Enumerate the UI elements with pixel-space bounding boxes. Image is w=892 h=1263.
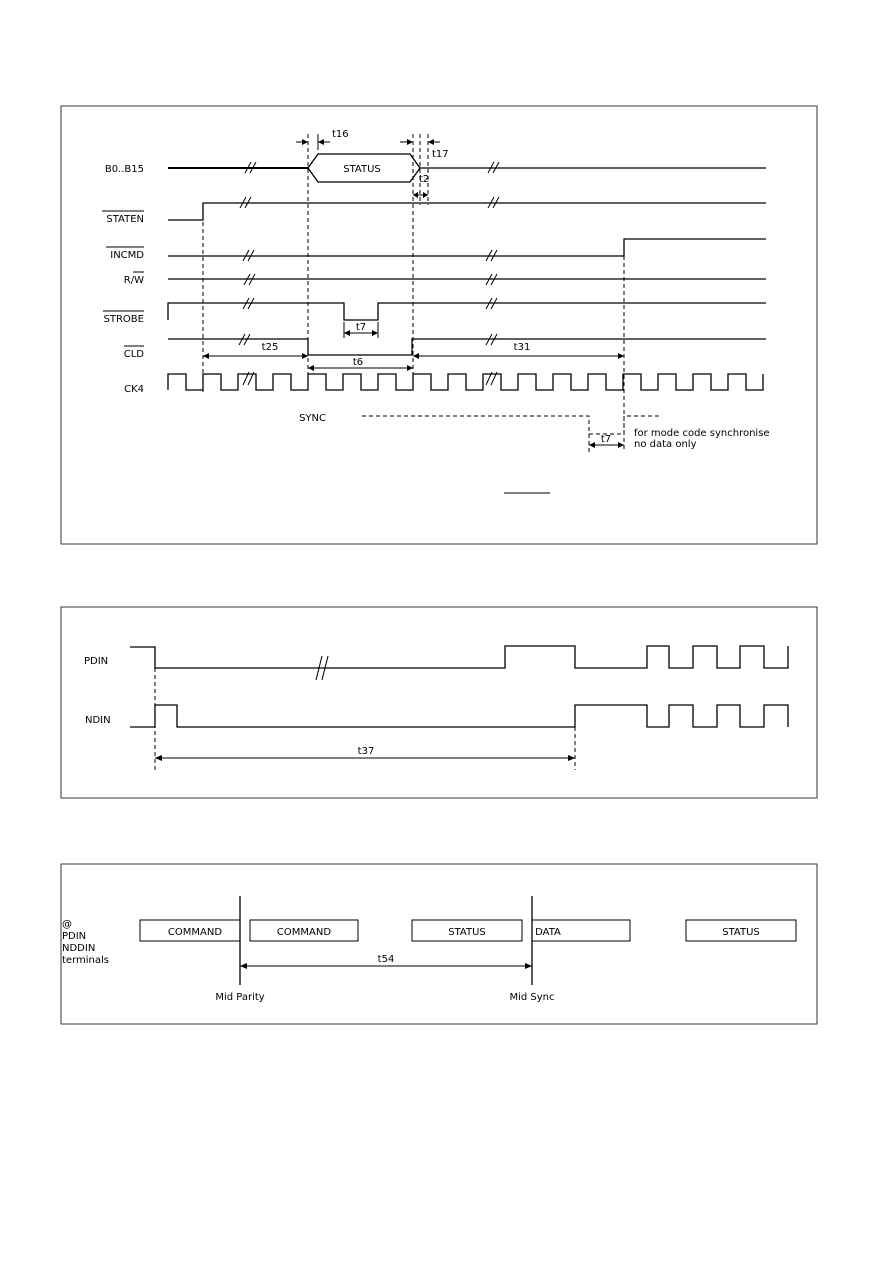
note-no-data: no data only: [634, 439, 697, 450]
signal-label-sync: SYNC: [299, 413, 326, 424]
waveform-incmd: [168, 238, 766, 262]
timing-t31: t31: [413, 342, 624, 359]
terminals-label-at: @: [62, 919, 72, 930]
timing-label-t6: t6: [353, 357, 363, 368]
signal-label-ck4: CK4: [124, 384, 144, 395]
word-label: STATUS: [448, 927, 486, 938]
timing-diagram-pdin-ndin: PDIN NDIN t37: [60, 606, 818, 799]
timing-label-t17: t17: [432, 149, 449, 160]
timing-t6: t6: [308, 357, 413, 371]
word-data: DATA: [531, 919, 631, 942]
timing-t54: t54: [240, 954, 532, 969]
timing-t16: t16: [296, 129, 349, 150]
diagram-frame: [60, 863, 818, 1025]
diagram-frame: [60, 606, 818, 799]
timing-t7-sync: t7: [589, 434, 624, 448]
timing-diagram-status-read: B0..B15 STATEN INCMD R/W STROBE CLD CK4 …: [60, 105, 818, 545]
waveform-rw: [168, 273, 766, 286]
signal-label-rw: R/W: [124, 275, 144, 286]
terminals-label-nddin: NDDIN: [62, 943, 95, 954]
timing-t7-strobe: t7: [343, 322, 379, 338]
waveform-strobe: [167, 297, 766, 321]
waveform-pdin: [130, 645, 789, 681]
timing-t2: t2: [413, 174, 429, 198]
waveform-b0b15: STATUS: [168, 153, 766, 183]
signal-label-pdin: PDIN: [84, 656, 108, 667]
bus-label-status: STATUS: [343, 164, 381, 175]
timing-label-t7-sync: t7: [601, 434, 611, 445]
waveform-ndin: [130, 704, 789, 728]
signal-label-cld: CLD: [124, 349, 145, 360]
waveform-sync: [362, 415, 660, 435]
signal-label-incmd: INCMD: [110, 250, 144, 261]
waveform-staten: [168, 196, 766, 221]
timing-label-t37: t37: [358, 746, 375, 757]
timing-diagram-words: @ PDIN NDDIN terminals COMMAND COMMAND S…: [60, 863, 818, 1025]
word-command-1: COMMAND: [139, 919, 241, 942]
word-label: COMMAND: [277, 927, 331, 938]
timing-label-t16: t16: [332, 129, 349, 140]
timing-t25: t25: [203, 342, 308, 359]
diagram-frame: [60, 105, 818, 545]
note-mode-code: for mode code synchronise: [634, 428, 770, 439]
word-status-2: STATUS: [685, 919, 797, 942]
terminals-label-terminals: terminals: [62, 955, 109, 966]
timing-label-t25: t25: [262, 342, 279, 353]
word-label: COMMAND: [168, 927, 222, 938]
signal-label-staten: STATEN: [106, 214, 144, 225]
timing-label-t31: t31: [514, 342, 531, 353]
signal-label-strobe: STROBE: [104, 314, 144, 325]
timing-label-t2: t2: [419, 174, 429, 185]
word-command-2: COMMAND: [249, 919, 359, 942]
signal-label-ndin: NDIN: [85, 715, 111, 726]
word-status-1: STATUS: [411, 919, 523, 942]
word-label: DATA: [535, 927, 561, 938]
word-label: STATUS: [722, 927, 760, 938]
marker-label-mid-sync: Mid Sync: [509, 992, 554, 1003]
waveform-ck4: [167, 371, 764, 391]
timing-label-t7: t7: [356, 322, 366, 333]
timing-label-t54: t54: [378, 954, 395, 965]
waveform-cld: [168, 333, 766, 356]
timing-t37: t37: [155, 746, 575, 761]
timing-t17: t17: [400, 139, 449, 160]
signal-label-b0b15: B0..B15: [105, 164, 144, 175]
terminals-label-pdin: PDIN: [62, 931, 86, 942]
marker-label-mid-parity: Mid Parity: [215, 992, 264, 1003]
